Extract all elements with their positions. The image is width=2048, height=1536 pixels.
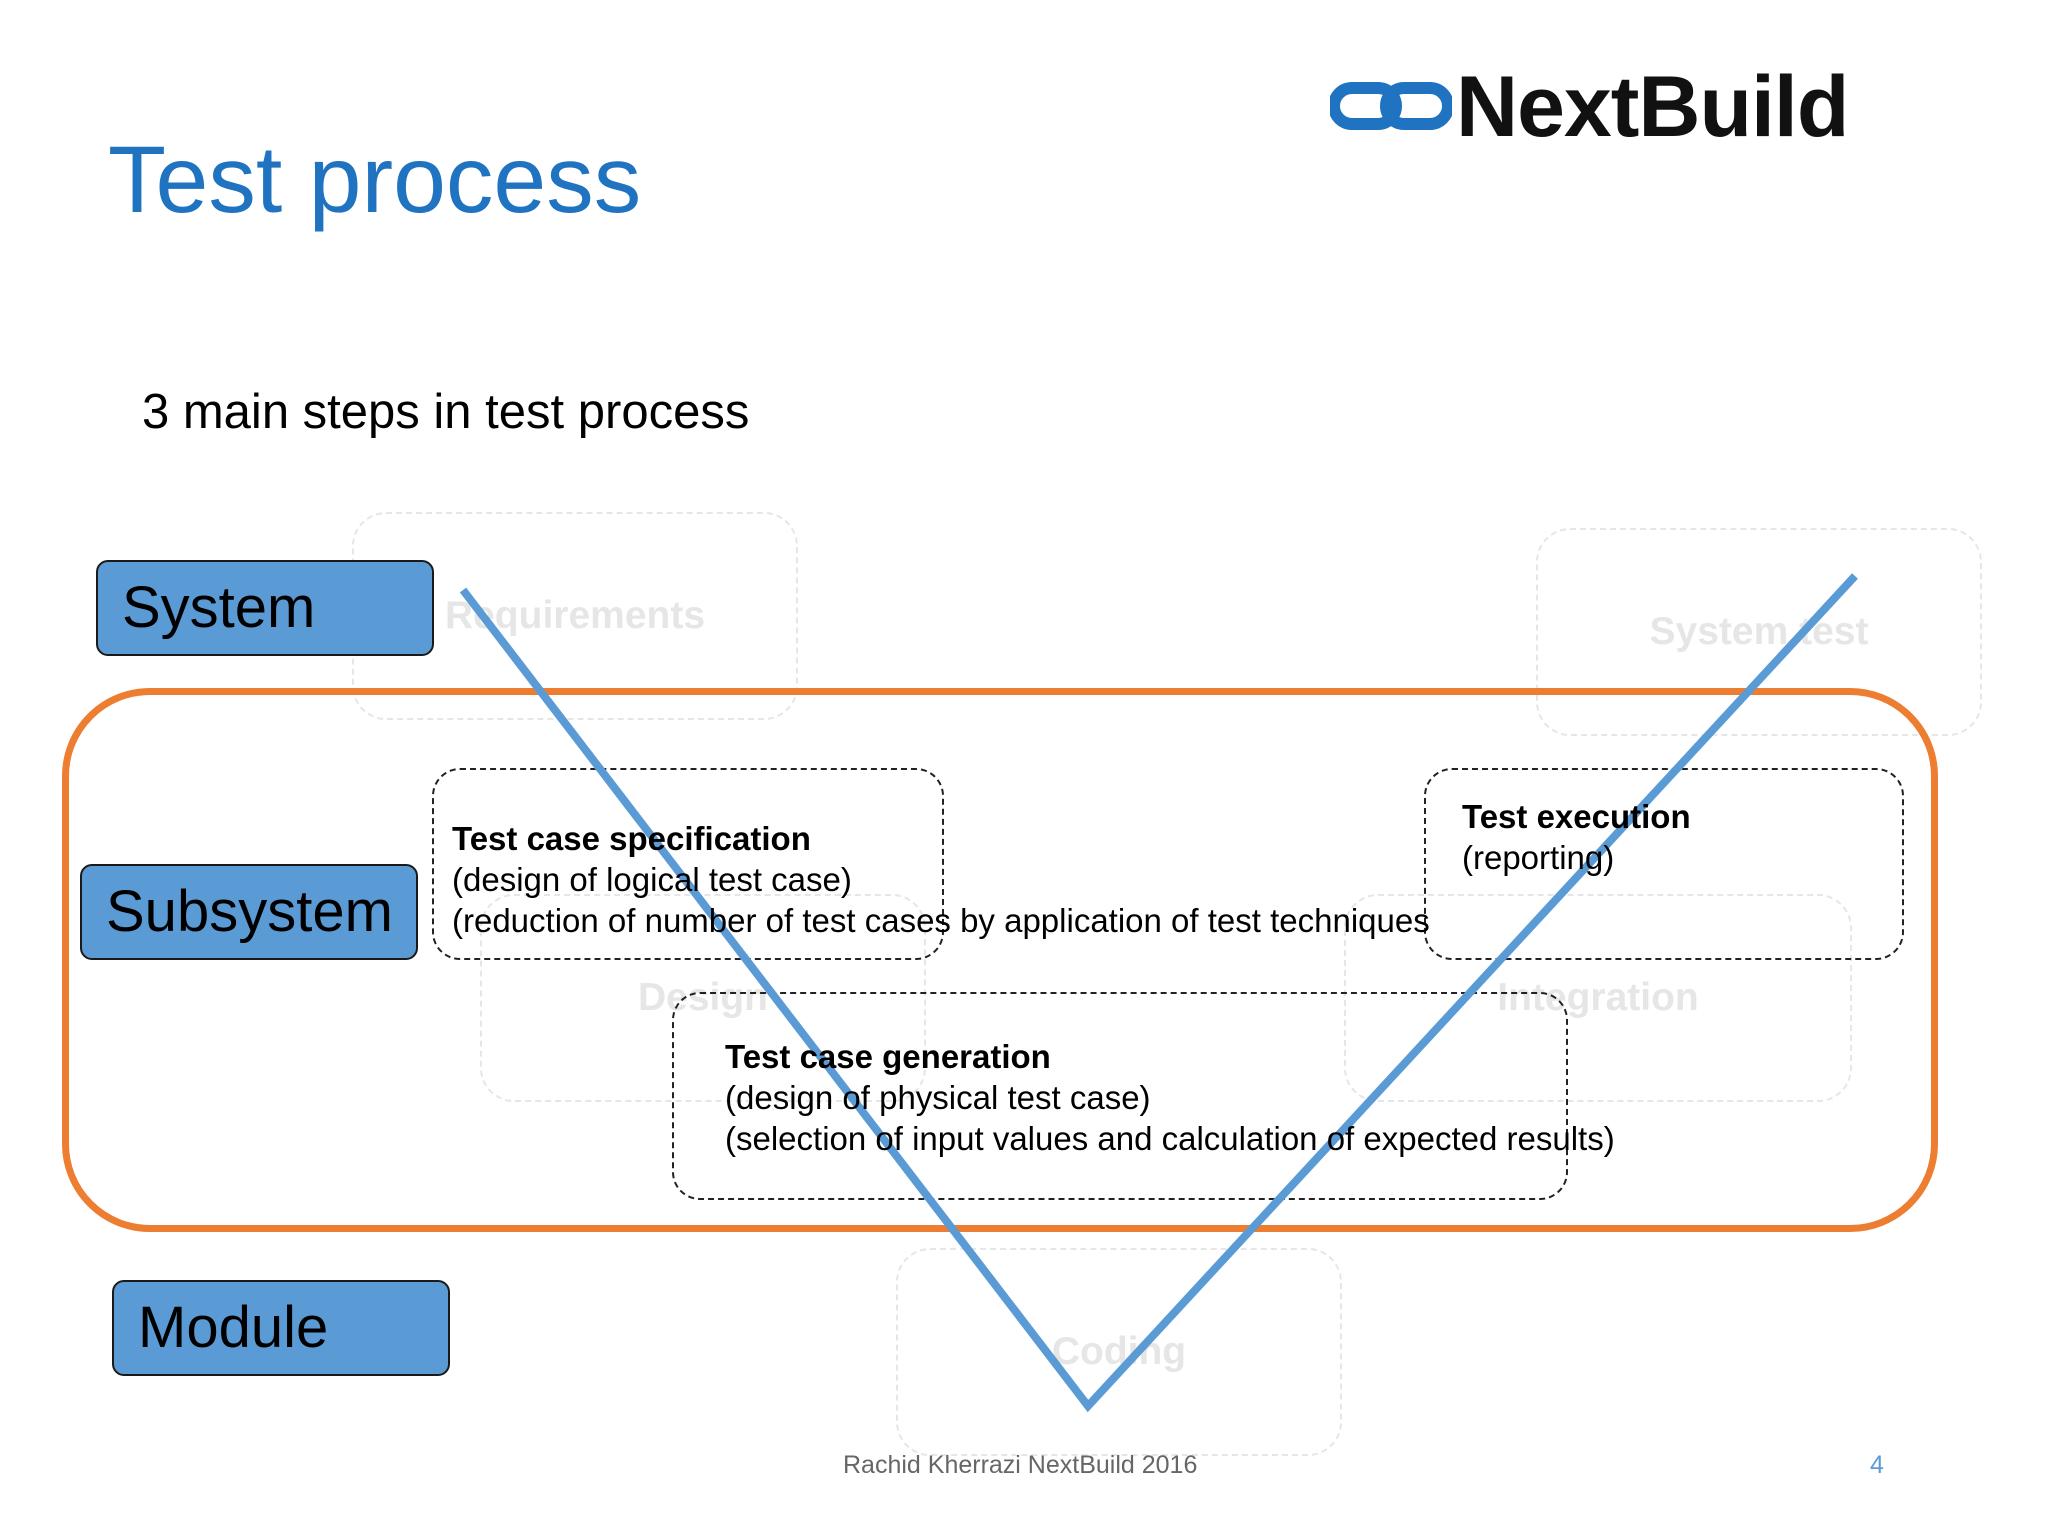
step-heading: Test execution [1462, 798, 1691, 835]
step-heading: Test case specification [452, 820, 811, 857]
step-detail: (design of physical test case) [725, 1079, 1151, 1116]
level-label: Module [138, 1295, 329, 1360]
step-detail: (reporting) [1462, 839, 1615, 876]
slide-subtitle: 3 main steps in test process [142, 385, 750, 439]
step-detail: (reduction of number of test cases by ap… [452, 902, 1430, 939]
level-subsystem-box: Subsystem [80, 864, 418, 960]
level-label: Subsystem [106, 879, 393, 944]
chain-link-icon [1330, 82, 1452, 130]
step-generation-text: Test case generation (design of physical… [725, 1036, 1615, 1159]
step-detail: (selection of input values and calculati… [725, 1120, 1615, 1157]
v-stage-label: System test [1649, 610, 1869, 653]
step-heading: Test case generation [725, 1038, 1051, 1075]
level-module-box: Module [112, 1280, 450, 1376]
v-stage-label: Requirements [444, 594, 706, 637]
step-execution-text: Test execution (reporting) [1462, 796, 1691, 878]
slide-footer: Rachid Kherrazi NextBuild 2016 [843, 1451, 1198, 1479]
logo-text: NextBuild [1456, 59, 1849, 155]
slide-title: Test process [108, 127, 642, 233]
v-stage-label: Coding [1051, 1330, 1187, 1373]
level-system-box: System [96, 560, 434, 656]
step-specification-text: Test case specification (design of logic… [452, 818, 1430, 941]
step-detail: (design of logical test case) [452, 861, 852, 898]
nextbuild-logo: NextBuild [1330, 59, 1849, 155]
v-stage-coding: Coding [896, 1248, 1342, 1456]
level-label: System [122, 575, 316, 640]
page-number: 4 [1870, 1451, 1884, 1479]
